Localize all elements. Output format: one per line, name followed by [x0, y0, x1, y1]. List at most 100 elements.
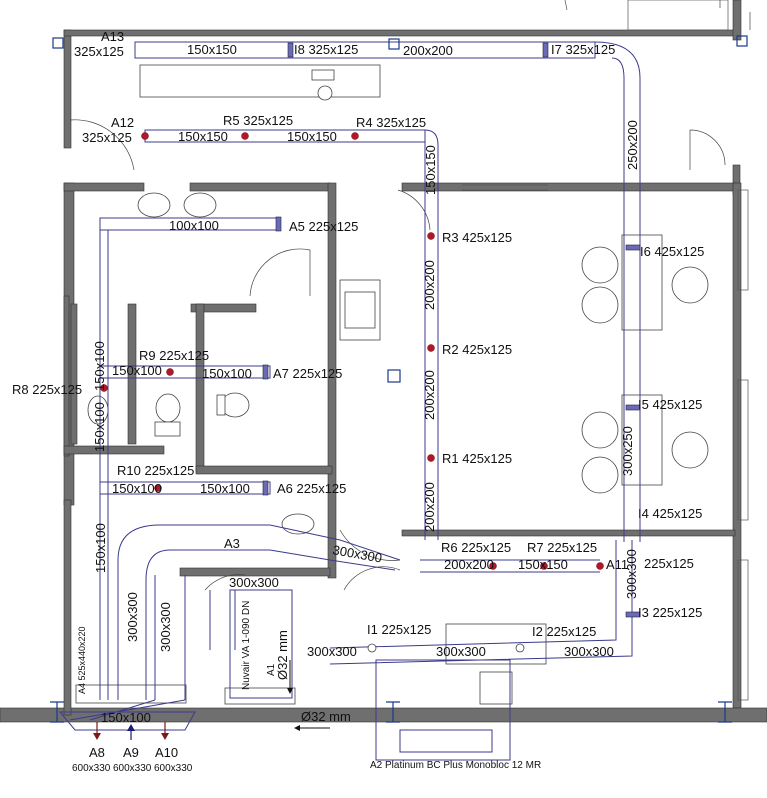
label-a11-size: 225x125 [644, 556, 694, 571]
label-r10: R10 225x125 [117, 463, 194, 478]
label-duct-8: 150x100 [112, 481, 162, 496]
grille-r4 [351, 132, 359, 140]
label-duct-150-150-v: 150x150 [423, 145, 438, 195]
label-i6: I6 425x125 [640, 244, 704, 259]
label-duct-300-300-diag: 300x300 [331, 542, 383, 565]
label-i3: I3 225x125 [638, 605, 702, 620]
windows [462, 0, 749, 701]
label-duct-150-100-v3: 150x100 [93, 523, 108, 573]
label-duct-10: 200x200 [444, 557, 494, 572]
label-duct-13: 300x300 [307, 644, 357, 659]
label-r8: R8 225x125 [12, 382, 82, 397]
label-duct-250-200-v: 250x200 [625, 120, 640, 170]
label-a12-size: 325x125 [82, 130, 132, 145]
grille-r5 [241, 132, 249, 140]
label-duct-6: 150x100 [112, 363, 162, 378]
label-a13-size: 325x125 [74, 44, 124, 59]
terminals [262, 42, 641, 653]
terminal-i8 [287, 42, 294, 58]
label-a12: A12 [111, 115, 134, 130]
labels: A13 325x125 150x150 I8 325x125 200x200 I… [12, 29, 704, 774]
label-a10: A10 [155, 745, 178, 760]
terminal-a7 [262, 364, 269, 380]
label-duct-9: 150x100 [200, 481, 250, 496]
label-duct-300-250-v: 300x250 [620, 426, 635, 476]
label-duct-11: 150x150 [518, 557, 568, 572]
grille-a11 [596, 562, 604, 570]
label-duct-300-300-v1: 300x300 [125, 592, 140, 642]
label-r6: R6 225x125 [441, 540, 511, 555]
label-a9-size: 600x330 [113, 763, 152, 774]
label-duct-200-200-v1: 200x200 [422, 260, 437, 310]
label-i8: I8 325x125 [294, 42, 358, 57]
label-duct-15: 300x300 [564, 644, 614, 659]
label-unit-a1: A1 [266, 663, 277, 676]
label-duct-3: 150x150 [178, 129, 228, 144]
label-i1: I1 225x125 [367, 622, 431, 637]
label-duct-7: 150x100 [202, 366, 252, 381]
grille-r3 [427, 232, 435, 240]
grille-r6 [489, 562, 497, 570]
label-duct-150-100-v2: 150x100 [92, 402, 107, 452]
grille-r2 [427, 344, 435, 352]
label-r5: R5 325x125 [223, 113, 293, 128]
terminal-i1 [367, 643, 377, 653]
flow-arrows [93, 660, 330, 740]
grille-r1 [427, 454, 435, 462]
label-a6: A6 225x125 [277, 481, 346, 496]
label-duct-1: 150x150 [187, 42, 237, 57]
label-a7: A7 225x125 [273, 366, 342, 381]
terminal-i3 [625, 611, 641, 618]
label-a2: A2 Platinum BC Plus Monobloc 12 MR [370, 760, 541, 771]
terminal-i7 [542, 42, 549, 58]
label-i2: I2 225x125 [532, 624, 596, 639]
label-a11: A11 [606, 557, 628, 572]
label-a10-size: 600x330 [154, 763, 193, 774]
label-i7: I7 325x125 [551, 42, 615, 57]
label-r9: R9 225x125 [139, 348, 209, 363]
grilles [100, 132, 604, 570]
label-a4: A4 525x440x220 [77, 626, 87, 694]
label-duct-150-100-v1: 150x100 [92, 341, 107, 391]
label-r7: R7 225x125 [527, 540, 597, 555]
terminal-a5 [275, 216, 282, 232]
label-pipe-horizontal: Ø32 mm [301, 709, 351, 724]
label-a13: A13 [101, 29, 124, 44]
label-a8: A8 [89, 745, 105, 760]
grille-r10 [154, 484, 162, 492]
terminal-i5 [625, 404, 641, 411]
label-r3: R3 425x125 [442, 230, 512, 245]
label-r4: R4 325x125 [356, 115, 426, 130]
label-a8-size: 600x330 [72, 763, 111, 774]
label-a3: A3 [224, 536, 240, 551]
terminal-i2 [515, 643, 525, 653]
label-pipe-vertical: Ø32 mm [275, 630, 290, 680]
label-r1: R1 425x125 [442, 451, 512, 466]
grille-r7 [540, 562, 548, 570]
label-a9: A9 [123, 745, 139, 760]
label-duct-14: 300x300 [436, 644, 486, 659]
doors [69, 0, 751, 591]
furniture [75, 64, 709, 705]
label-duct-300-300-v3: 300x300 [624, 549, 639, 599]
label-duct-200-200-v3: 200x200 [422, 482, 437, 532]
label-duct-16: 150x100 [101, 710, 151, 725]
grille-r9 [166, 368, 174, 376]
label-unit: Nuvair VA 1-090 DN [241, 601, 252, 690]
grille-r8 [100, 384, 108, 392]
riser-markers [50, 35, 748, 723]
label-i4: I4 425x125 [638, 506, 702, 521]
label-duct-5: 100x100 [169, 218, 219, 233]
terminal-i6 [625, 244, 641, 251]
label-duct-4: 150x150 [287, 129, 337, 144]
grille-a12 [141, 132, 149, 140]
label-duct-300-300-v2: 300x300 [158, 602, 173, 652]
label-duct-12: 300x300 [229, 575, 279, 590]
label-duct-200-200-v2: 200x200 [422, 370, 437, 420]
label-r2: R2 425x125 [442, 342, 512, 357]
label-duct-2: 200x200 [403, 43, 453, 58]
terminal-a6 [262, 480, 269, 496]
label-a5: A5 225x125 [289, 219, 358, 234]
label-i5: I5 425x125 [638, 397, 702, 412]
